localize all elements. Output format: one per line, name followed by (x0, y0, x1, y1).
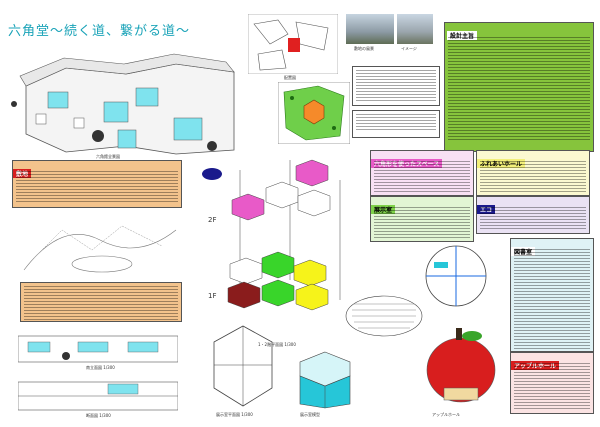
hex-model-drawing (299, 351, 351, 409)
fureai-box: ふれあいホール (476, 150, 590, 196)
axonometric-caption: 1・2階平面図 1/300 (258, 342, 296, 347)
floor-label-2f: 2F (208, 216, 217, 224)
apple-hall-drawing (426, 328, 496, 403)
library-box: 図書室 (510, 238, 594, 352)
elevation-drawing (18, 335, 178, 363)
concept-box: 設計主旨 (444, 22, 594, 152)
speech-bubble (345, 295, 423, 337)
interior-sketch (23, 225, 177, 273)
site-map-diagram (248, 14, 338, 74)
site-photo-a (346, 14, 394, 44)
site-photo-b (397, 14, 433, 44)
exhibition-notes-box (20, 282, 182, 322)
hexagon-header: 六角形を使ったスペース (371, 159, 443, 168)
site-plan-diagram (278, 82, 350, 144)
site-box: 敷地 (12, 160, 182, 208)
hex-plan-drawing (213, 325, 273, 407)
plan-detail-caption: 展示室平面図 1/300 (216, 412, 253, 417)
cylinder-section-diagram (425, 245, 487, 307)
hexagon-box: 六角形を使ったスペース (370, 150, 474, 196)
poster-title: 六角堂〜続く道、繋がる道〜 (8, 24, 191, 39)
eco-header: エコ (477, 205, 496, 214)
library-header: 図書室 (511, 247, 536, 256)
eco-box: エコ (476, 196, 590, 234)
apple-box: アップルホール (510, 352, 594, 414)
section-caption: 断面図 1/300 (86, 413, 111, 418)
exhibition-header: 展示室 (371, 205, 396, 214)
apple-header: アップルホール (511, 361, 560, 370)
building-perspective (11, 53, 235, 155)
photo-a-caption: 敷地の風景 (354, 46, 374, 51)
apple-caption: アップルホール (432, 412, 460, 417)
perspective-caption: 六角館全景図 (96, 154, 120, 159)
site-header: 敷地 (13, 169, 32, 178)
elevation-caption: 南立面図 1/300 (86, 365, 115, 370)
photo-b-caption: イメージ (401, 46, 417, 51)
section-drawing (18, 381, 178, 411)
area-table (352, 110, 440, 138)
model-caption: 展示室模型 (300, 412, 320, 417)
site-notes-box (352, 66, 440, 106)
floor-label-1f: 1F (208, 292, 217, 300)
fureai-header: ふれあいホール (477, 159, 526, 168)
exhibition-box: 展示室 (370, 196, 474, 242)
concept-header: 設計主旨 (447, 31, 478, 40)
hex-axonometric (202, 159, 341, 311)
site-map-caption: 配置図 (284, 75, 296, 80)
